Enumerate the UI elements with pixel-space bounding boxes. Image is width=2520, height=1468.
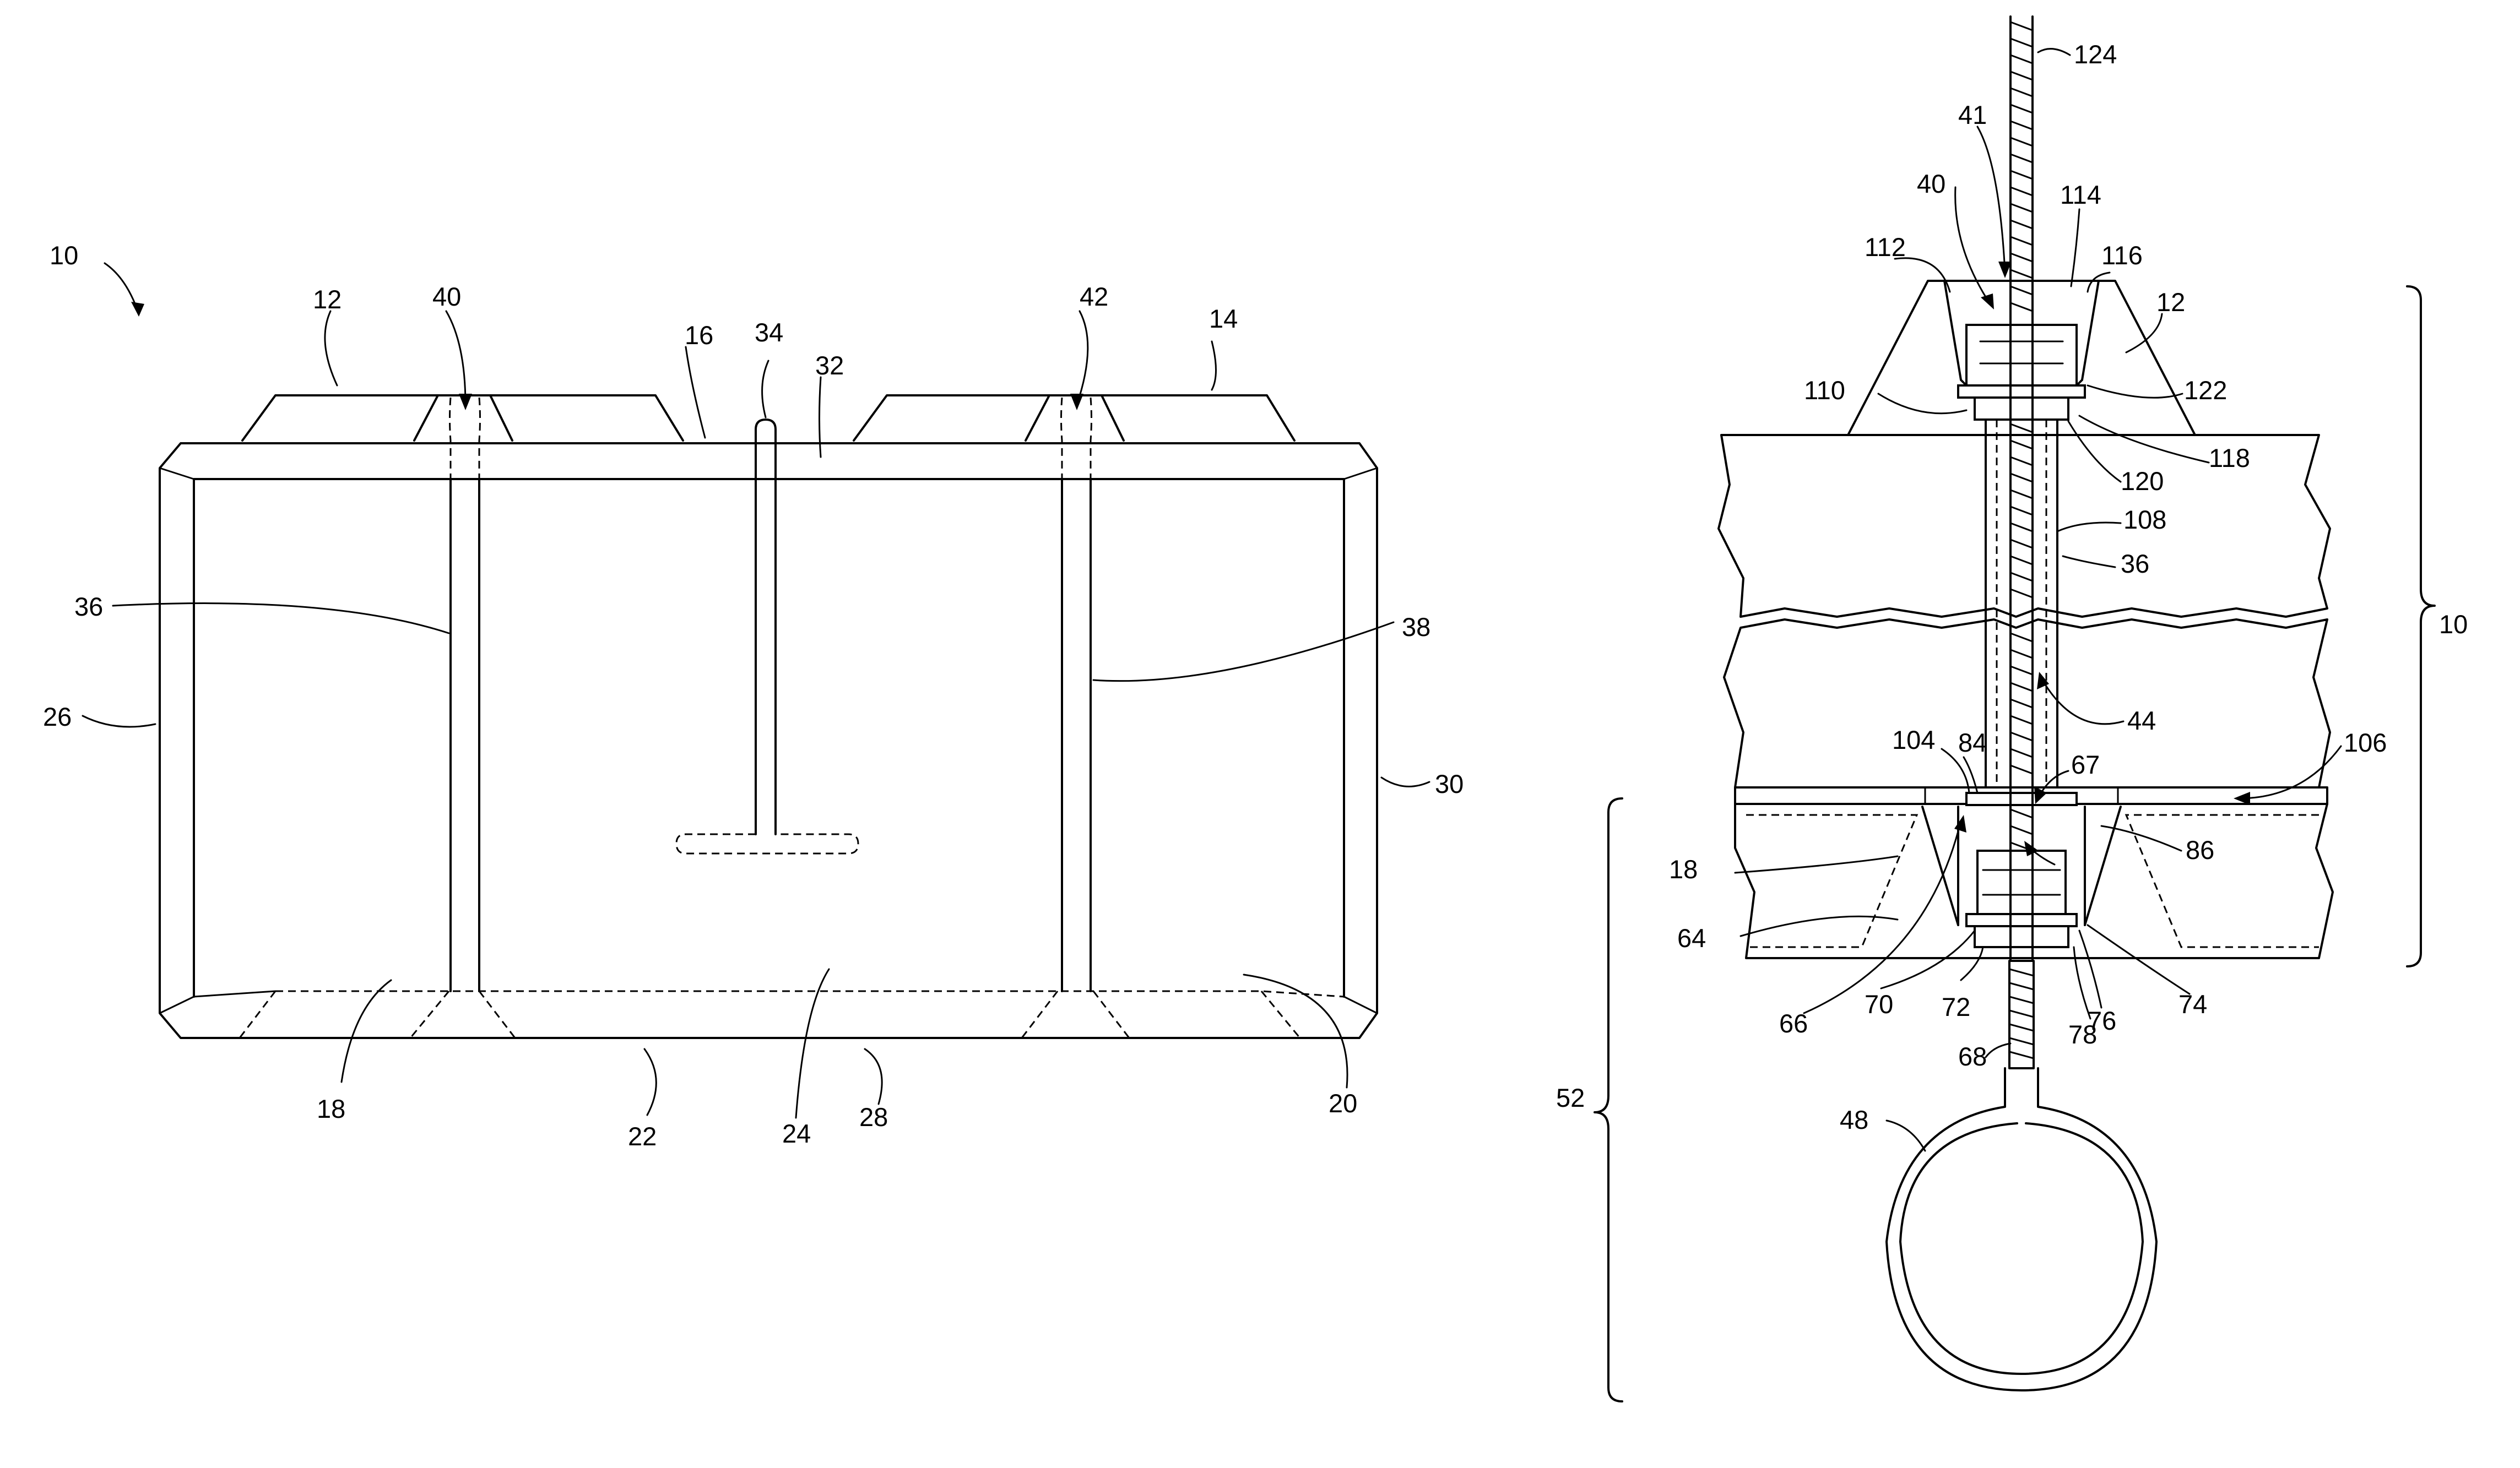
bottom-flange-hidden xyxy=(275,991,1344,997)
ref-label: 120 xyxy=(2121,466,2164,496)
ref-label: 12 xyxy=(313,285,342,314)
t-slot-34 xyxy=(676,420,858,853)
ref-label: 18 xyxy=(1669,855,1698,884)
ref-label: 110 xyxy=(1804,376,1845,405)
ref-label: 67 xyxy=(2071,750,2100,779)
ref-label: 84 xyxy=(1958,728,1987,757)
ref-label: 12 xyxy=(2156,287,2185,317)
ref-label: 116 xyxy=(2101,241,2143,270)
channel-38 xyxy=(1061,398,1092,991)
ref-label: 18 xyxy=(317,1094,345,1123)
channel-36 xyxy=(450,398,480,991)
upper-bushing xyxy=(1975,398,2068,420)
ref-label: 40 xyxy=(432,282,461,311)
ref-label: 34 xyxy=(755,318,783,347)
ref-label: 52 xyxy=(1556,1083,1585,1112)
brace-52 xyxy=(1595,798,1622,1401)
ref-label: 14 xyxy=(1209,304,1238,333)
ref-label: 86 xyxy=(2186,835,2214,865)
lower-washer xyxy=(1966,914,2077,926)
threaded-rod-124 xyxy=(2010,17,2033,961)
ref-label: 41 xyxy=(1958,100,1987,129)
ref-label: 124 xyxy=(2074,40,2117,69)
ref-label: 26 xyxy=(43,702,72,731)
upper-nut xyxy=(1966,325,2077,385)
ref-label: 112 xyxy=(1865,232,1906,262)
ref-label: 20 xyxy=(1329,1089,1357,1118)
left-figure xyxy=(160,395,1377,1038)
ref-label: 40 xyxy=(1917,169,1945,198)
ref-label: 38 xyxy=(1402,612,1430,641)
ref-label: 72 xyxy=(1942,992,1970,1021)
ref-label: 68 xyxy=(1958,1042,1987,1071)
ref-label: 42 xyxy=(1080,282,1108,311)
ref-label: 16 xyxy=(685,320,713,350)
upper-washer xyxy=(1958,385,2085,398)
ref-label: 22 xyxy=(628,1122,657,1151)
ref-label: 10 xyxy=(50,241,78,270)
ref-label: 10 xyxy=(2439,610,2468,639)
right-leaders xyxy=(1735,49,2341,1151)
body-outline xyxy=(160,443,1377,1038)
ref-label: 118 xyxy=(2209,443,2250,472)
ref-label: 108 xyxy=(2123,505,2166,534)
lower-nut xyxy=(1977,851,2066,914)
ref-label: 30 xyxy=(1435,769,1464,798)
ref-label: 32 xyxy=(815,351,844,380)
labels-left: 10 12 40 16 34 32 42 14 36 38 26 30 18 2… xyxy=(43,241,1464,1151)
right-figure xyxy=(1595,17,2435,1401)
ref-label: 36 xyxy=(74,592,103,621)
ref-label: 122 xyxy=(2184,376,2227,405)
ref-label: 64 xyxy=(1677,923,1706,953)
ref-label: 74 xyxy=(2178,989,2207,1019)
ref-label: 114 xyxy=(2060,180,2101,209)
ref-label: 104 xyxy=(1892,725,1935,754)
inner-panel xyxy=(194,479,1344,997)
ref-label: 78 xyxy=(2068,1020,2097,1049)
ref-label: 36 xyxy=(2121,549,2149,578)
ref-label: 48 xyxy=(1840,1105,1868,1134)
ref-label: 44 xyxy=(2127,706,2156,735)
ref-label: 24 xyxy=(782,1119,811,1148)
ref-label: 106 xyxy=(2344,728,2387,757)
ref-label: 28 xyxy=(859,1102,888,1132)
ref-label: 66 xyxy=(1779,1009,1808,1038)
ref-label: 70 xyxy=(1865,989,1893,1019)
brace-10 xyxy=(2407,286,2435,966)
